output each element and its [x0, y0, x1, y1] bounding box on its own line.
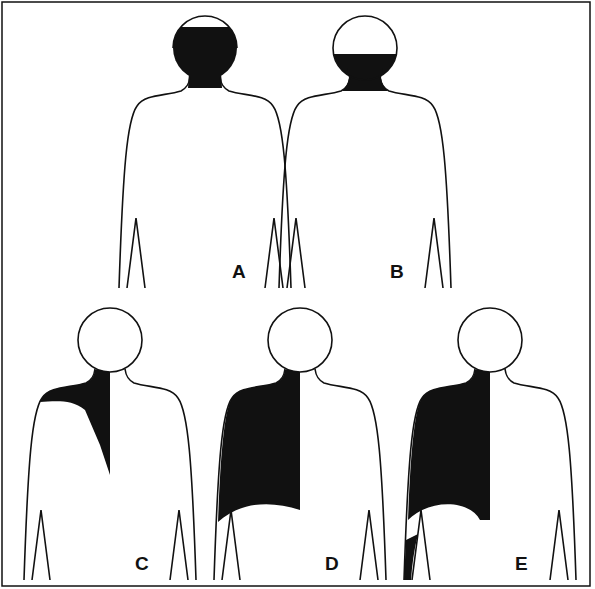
figure-letter: A: [232, 262, 246, 281]
figure-letter: C: [135, 554, 149, 573]
figure-b: [279, 16, 451, 288]
figure-c: [24, 308, 196, 580]
frame: [2, 2, 590, 586]
figure-letter: D: [325, 554, 339, 573]
figure-letter: B: [390, 262, 404, 281]
figure-a: [119, 16, 291, 288]
figure-d: [214, 308, 386, 580]
figure-letter: E: [515, 554, 528, 573]
figure-e: [404, 308, 576, 580]
